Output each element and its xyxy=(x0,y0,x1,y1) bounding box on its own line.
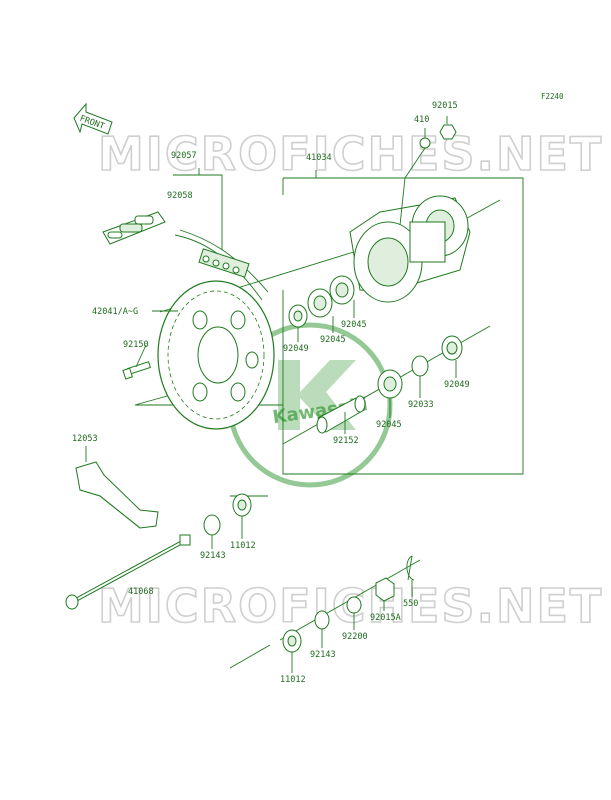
part-92200[interactable]: 92200 xyxy=(342,632,368,642)
sprocket-bolt xyxy=(122,361,152,380)
part-12053[interactable]: 12053 xyxy=(72,434,98,444)
rear-sprocket xyxy=(157,280,275,430)
hub-spacer xyxy=(316,395,366,434)
hub-bearings xyxy=(288,275,463,399)
front-label: FRONT xyxy=(78,114,105,132)
part-92150[interactable]: 92150 xyxy=(123,340,149,350)
master-link-kit xyxy=(102,211,166,245)
part-92045-b[interactable]: 92045 xyxy=(341,320,367,330)
part-92152[interactable]: 92152 xyxy=(333,436,359,446)
washer xyxy=(346,596,362,614)
figure-code: F2240 xyxy=(541,92,564,101)
chain-adjuster xyxy=(75,461,159,529)
part-92015a[interactable]: 92015A xyxy=(370,613,401,623)
part-92049-a[interactable]: 92049 xyxy=(283,344,309,354)
watermark-top: MICROFICHES.NET xyxy=(98,127,603,181)
part-41068[interactable]: 41068 xyxy=(128,587,154,597)
rear-hub xyxy=(349,195,471,303)
part-550[interactable]: 550 xyxy=(403,599,418,609)
collar-right xyxy=(314,610,330,630)
part-92143-a[interactable]: 92143 xyxy=(200,551,226,561)
part-42041[interactable]: 42041/A~G xyxy=(92,307,138,317)
part-92058[interactable]: 92058 xyxy=(167,191,193,201)
hub-nut xyxy=(399,124,457,226)
part-92143-b[interactable]: 92143 xyxy=(310,650,336,660)
part-92057[interactable]: 92057 xyxy=(171,151,197,161)
part-92045-c[interactable]: 92045 xyxy=(376,420,402,430)
cotter-pin xyxy=(406,555,415,581)
part-92033[interactable]: 92033 xyxy=(408,400,434,410)
part-92015[interactable]: 92015 xyxy=(432,101,458,111)
part-410[interactable]: 410 xyxy=(414,115,429,125)
part-11012-a[interactable]: 11012 xyxy=(230,541,256,551)
part-92045-a[interactable]: 92045 xyxy=(320,335,346,345)
axle-nut xyxy=(375,577,395,602)
rear-axle xyxy=(65,534,191,610)
part-41034[interactable]: 41034 xyxy=(306,153,332,163)
drive-chain xyxy=(174,229,269,301)
collar-left xyxy=(203,514,221,536)
part-11012-b[interactable]: 11012 xyxy=(280,675,306,685)
part-92049-b[interactable]: 92049 xyxy=(444,380,470,390)
front-arrow-icon: FRONT xyxy=(73,102,113,135)
